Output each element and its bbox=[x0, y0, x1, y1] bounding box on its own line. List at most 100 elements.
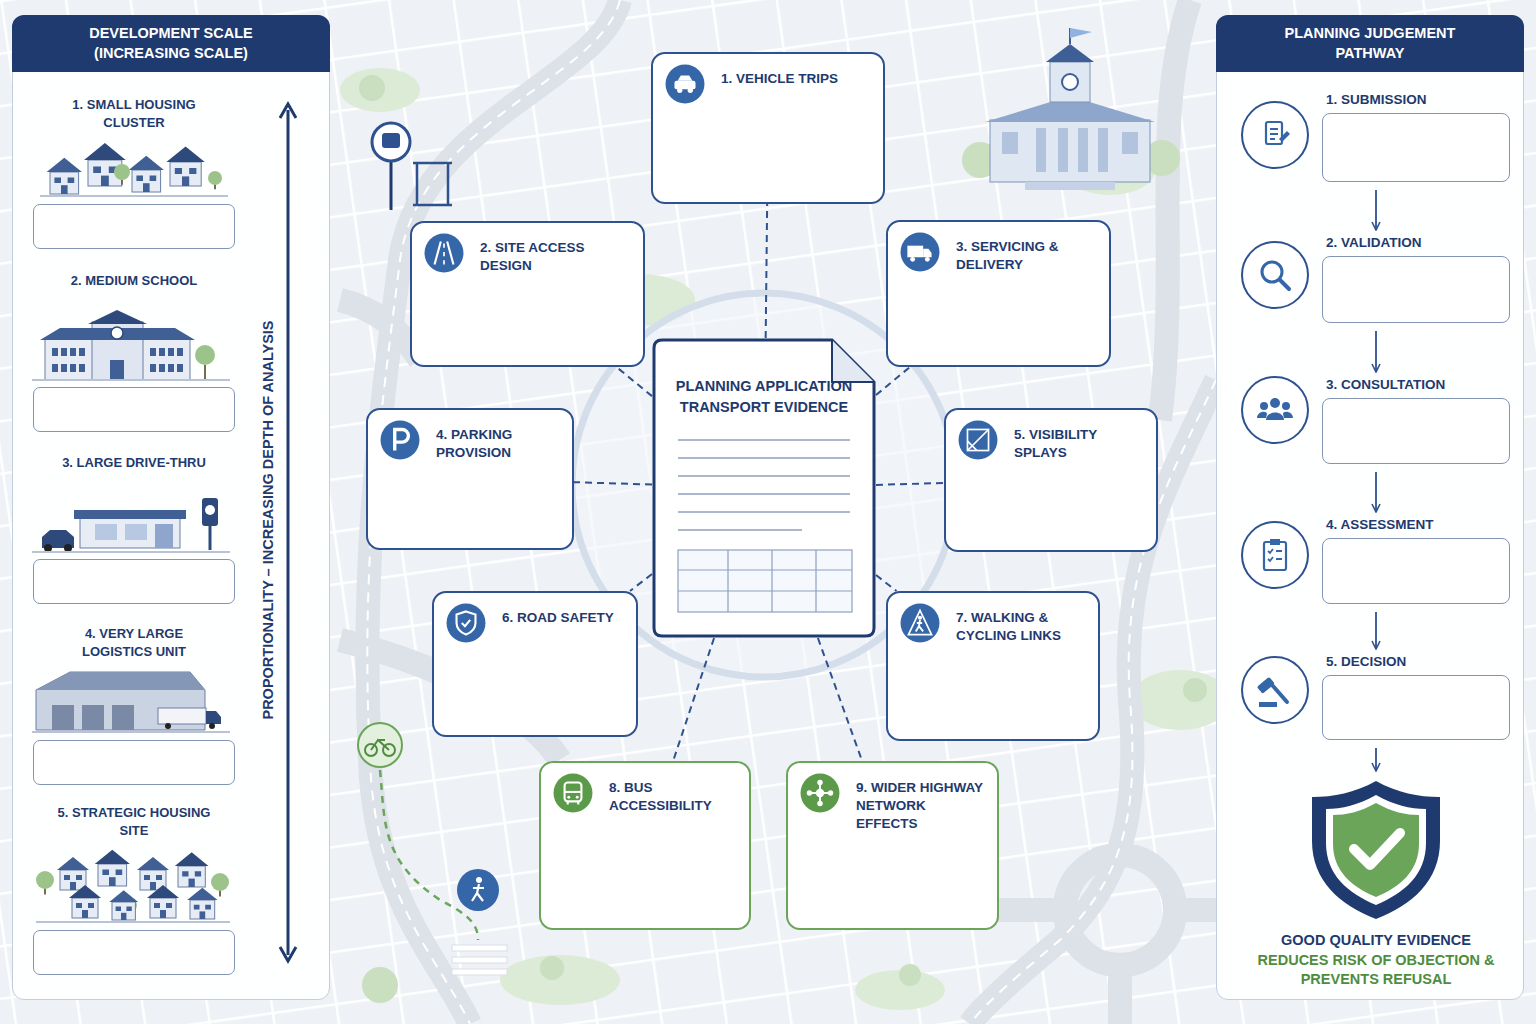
shield-shape bbox=[1308, 777, 1444, 923]
door bbox=[143, 183, 150, 192]
roof bbox=[166, 146, 204, 162]
window bbox=[70, 348, 76, 356]
scale-node: 2. MEDIUM SCHOOL bbox=[33, 272, 235, 432]
step-icon bbox=[1257, 677, 1287, 707]
tree bbox=[36, 871, 54, 889]
icon-glyph bbox=[457, 611, 476, 634]
step-node: 2. VALIDATION bbox=[1322, 234, 1510, 323]
window bbox=[116, 870, 123, 876]
parks bbox=[340, 68, 1230, 1010]
window bbox=[88, 903, 94, 908]
topic-icon bbox=[665, 64, 705, 104]
door bbox=[150, 882, 156, 890]
window bbox=[159, 348, 165, 356]
topic-title: 2. SITE ACCESS DESIGN bbox=[480, 239, 633, 275]
panel-node: DEVELOPMENT SCALE (INCREASING SCALE)1. S… bbox=[12, 15, 330, 1000]
housing-cluster-illustration bbox=[40, 143, 228, 196]
dashed-link bbox=[876, 367, 910, 395]
door bbox=[70, 882, 76, 890]
house bbox=[50, 172, 79, 194]
roof bbox=[187, 888, 217, 900]
roof bbox=[57, 857, 89, 870]
step-label: 5. DECISION bbox=[1326, 653, 1510, 671]
check-mark bbox=[1354, 833, 1400, 865]
topic-icon bbox=[900, 232, 940, 272]
table-grid bbox=[678, 550, 852, 612]
logistics-unit-illustration bbox=[32, 672, 230, 732]
icon-circle bbox=[447, 604, 486, 643]
step-box bbox=[1322, 675, 1510, 740]
icon-circle bbox=[425, 234, 464, 273]
icon-circle bbox=[666, 65, 705, 104]
step-icon bbox=[1257, 398, 1293, 420]
window bbox=[116, 907, 121, 912]
step-label: 4. ASSESSMENT bbox=[1326, 516, 1510, 534]
cycling-path bbox=[358, 723, 507, 975]
topic-icon bbox=[553, 773, 593, 813]
window bbox=[79, 348, 85, 356]
icon-glyph bbox=[565, 782, 582, 804]
icon-circle bbox=[901, 233, 940, 272]
icon-glyph bbox=[967, 429, 988, 450]
topic-title: 9. WIDER HIGHWAY NETWORK EFFECTS bbox=[856, 779, 987, 834]
window bbox=[168, 364, 174, 372]
scale-node: 5. STRATEGIC HOUSING SITE bbox=[33, 804, 235, 975]
step-node: 5. DECISION bbox=[1322, 653, 1510, 740]
topic-icon bbox=[900, 603, 940, 643]
drive-thru-illustration bbox=[32, 498, 230, 552]
window bbox=[182, 871, 188, 876]
scale-box bbox=[33, 204, 235, 249]
door bbox=[101, 176, 109, 186]
icon-circle bbox=[901, 604, 940, 643]
window bbox=[150, 176, 157, 182]
dashed-link bbox=[574, 482, 652, 484]
topic-title: 7. WALKING & CYCLING LINKS bbox=[956, 609, 1088, 645]
window bbox=[195, 871, 201, 876]
topic-title: 5. VISIBILITY SPLAYS bbox=[1014, 426, 1146, 462]
panel-title: DEVELOPMENT SCALE (INCREASING SCALE) bbox=[56, 24, 286, 63]
window bbox=[136, 176, 143, 182]
window bbox=[177, 348, 183, 356]
topic-icon bbox=[380, 420, 420, 460]
icon-glyph bbox=[395, 429, 409, 450]
window bbox=[126, 907, 131, 912]
step-icon-circle bbox=[1242, 657, 1308, 723]
town-hall bbox=[962, 28, 1180, 190]
strategic-site-illustration bbox=[36, 850, 230, 922]
step-icon bbox=[1262, 262, 1289, 289]
window bbox=[61, 348, 67, 356]
house bbox=[98, 864, 127, 886]
window bbox=[194, 905, 200, 910]
step-node: 4. ASSESSMENT bbox=[1322, 516, 1510, 604]
window bbox=[175, 168, 182, 174]
window bbox=[102, 870, 109, 876]
roof bbox=[129, 156, 164, 170]
text-line bbox=[678, 475, 850, 477]
topic-node: 5. VISIBILITY SPLAYS bbox=[944, 408, 1158, 552]
dashed-link bbox=[818, 638, 862, 761]
scale-label: 4. VERY LARGE LOGISTICS UNIT bbox=[49, 625, 219, 661]
tree bbox=[114, 164, 130, 180]
roof bbox=[47, 158, 82, 172]
house bbox=[170, 162, 201, 186]
flow-arrow bbox=[1375, 612, 1377, 649]
door bbox=[160, 910, 166, 918]
topic-title: 6. ROAD SAFETY bbox=[502, 609, 626, 627]
doc-node: PLANNING APPLICATION TRANSPORT EVIDENCE bbox=[652, 338, 876, 638]
topic-node: 9. WIDER HIGHWAY NETWORK EFFECTS bbox=[786, 761, 999, 930]
dashed-link bbox=[876, 575, 897, 591]
roof bbox=[69, 885, 101, 898]
window bbox=[205, 905, 211, 910]
house bbox=[190, 900, 215, 919]
step-box bbox=[1322, 398, 1510, 464]
step-box bbox=[1322, 256, 1510, 323]
text-line bbox=[678, 511, 850, 513]
step-box bbox=[1322, 113, 1510, 182]
window bbox=[64, 875, 70, 880]
step-node: 1. SUBMISSION bbox=[1322, 91, 1510, 182]
shield-node: GOOD QUALITY EVIDENCEREDUCES RISK OF OBJ… bbox=[1236, 775, 1516, 990]
window bbox=[76, 875, 82, 880]
shield-text: REDUCES RISK OF OBJECTION & PREVENTS REF… bbox=[1251, 951, 1501, 990]
window bbox=[61, 364, 67, 372]
dashed-link bbox=[766, 204, 767, 338]
